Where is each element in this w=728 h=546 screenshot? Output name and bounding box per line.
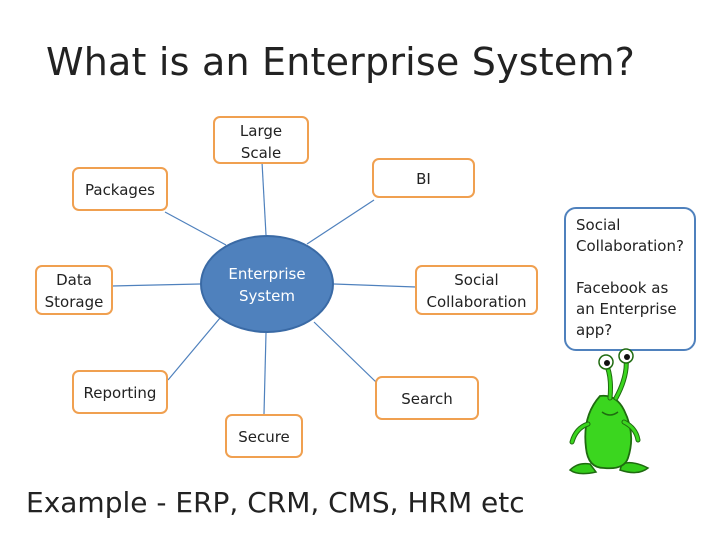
callout-line4: an Enterprise: [576, 300, 677, 318]
node-packages: Packages: [72, 167, 168, 211]
callout-line5: app?: [576, 321, 613, 339]
connector-large-scale: [261, 161, 267, 236]
connector-search: [313, 321, 377, 383]
connector-bi: [306, 199, 375, 245]
callout-line3: Facebook as: [576, 279, 669, 297]
node-large-scale-line2: Scale: [240, 144, 282, 162]
node-large-scale-line1: Large: [239, 122, 283, 140]
connector-secure: [263, 332, 267, 415]
node-bi-label: BI: [416, 170, 431, 188]
connector-social: [333, 283, 417, 288]
node-data-storage-line1: Data: [56, 271, 92, 289]
node-search-label: Search: [401, 390, 453, 408]
node-social-collaboration-line2: Collaboration: [426, 293, 527, 311]
node-social-collaboration-line1: Social: [454, 271, 499, 289]
node-reporting: Reporting: [72, 370, 168, 414]
node-reporting-label: Reporting: [83, 384, 157, 402]
node-bi: BI: [372, 158, 475, 198]
connector-reporting: [167, 317, 221, 381]
callout-line1: Social: [576, 216, 621, 234]
node-packages-label: Packages: [85, 181, 155, 199]
connector-packages: [164, 211, 227, 246]
callout-line2: Collaboration?: [576, 237, 684, 255]
node-data-storage-line2: Storage: [44, 293, 104, 311]
hub-line1: Enterprise: [228, 265, 306, 283]
node-data-storage: Data Storage: [35, 265, 113, 315]
hub-line2: System: [239, 287, 295, 305]
enterprise-system-hub: Enterprise System: [200, 235, 334, 333]
node-social-collaboration: Social Collaboration: [415, 265, 538, 315]
node-secure: Secure: [225, 414, 303, 458]
page-title: What is an Enterprise System?: [46, 40, 636, 84]
examples-footer: Example - ERP, CRM, CMS, HRM etc: [26, 486, 525, 519]
node-search: Search: [375, 376, 479, 420]
green-alien-icon: [568, 348, 650, 475]
connector-data-storage: [111, 283, 201, 287]
speech-bubble: Social Collaboration? Facebook as an Ent…: [564, 207, 696, 351]
node-large-scale: Large Scale: [213, 116, 309, 164]
node-secure-label: Secure: [238, 428, 290, 446]
